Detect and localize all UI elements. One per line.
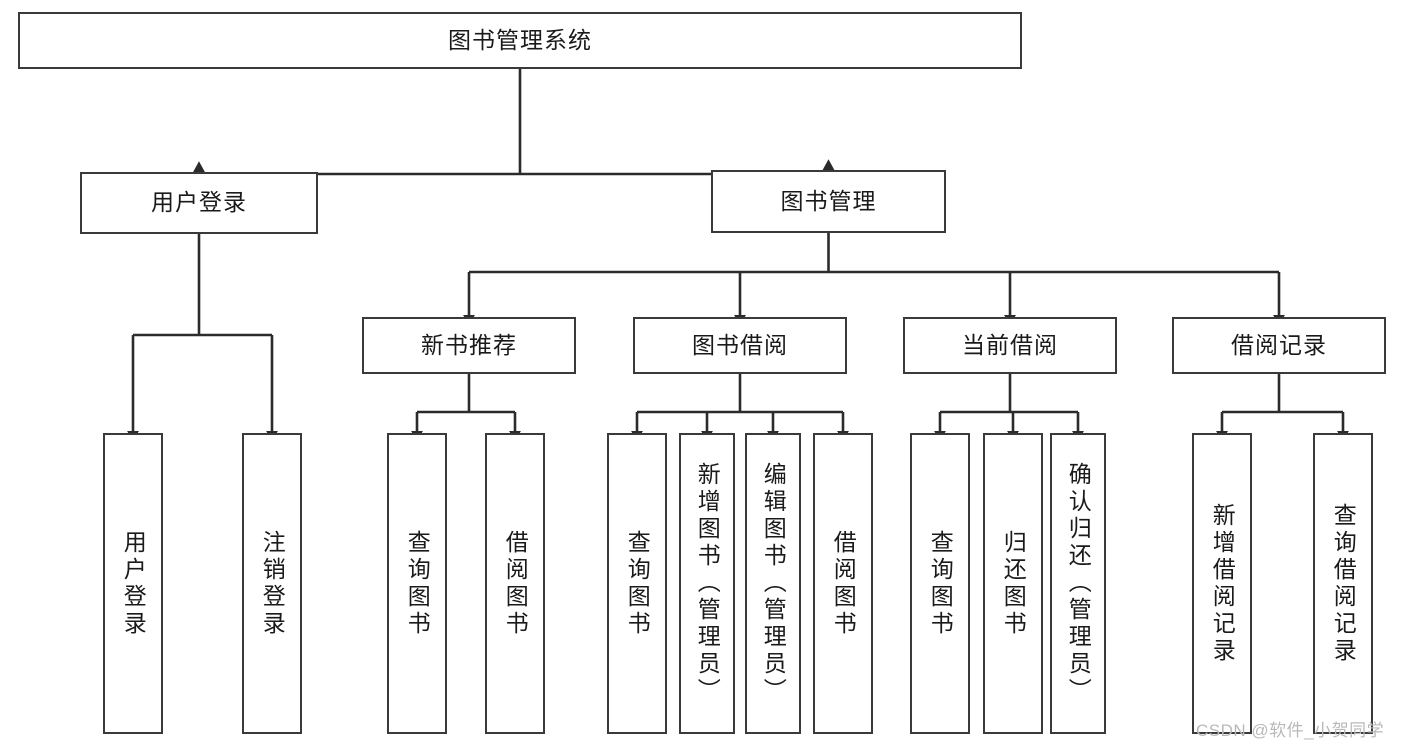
node-label: 用户登录 (151, 189, 247, 216)
node-root[interactable]: 图书管理系统 (18, 12, 1022, 69)
node-label: 新增借阅记录 (1209, 502, 1236, 665)
node-label: 借阅图书 (502, 529, 529, 638)
node-book-borrow[interactable]: 图书借阅 (633, 317, 847, 374)
node-label: 确认归还（管理员） (1065, 462, 1092, 705)
node-label: 图书管理 (780, 187, 877, 214)
node-leaf-add-book[interactable]: 新增图书（管理员） (679, 433, 735, 734)
node-leaf-add-record[interactable]: 新增借阅记录 (1192, 433, 1252, 734)
node-label: 图书管理系统 (448, 26, 592, 53)
node-label: 编辑图书（管理员） (760, 462, 787, 705)
node-book-manage[interactable]: 图书管理 (711, 170, 946, 233)
node-leaf-query-book-2[interactable]: 查询图书 (607, 433, 667, 734)
node-label: 查询借阅记录 (1330, 502, 1357, 665)
node-label: 查询图书 (927, 529, 954, 638)
node-label: 新书推荐 (421, 331, 517, 358)
node-leaf-confirm-ret[interactable]: 确认归还（管理员） (1050, 433, 1106, 734)
node-label: 当前借阅 (962, 331, 1058, 358)
node-leaf-borrow-book-2[interactable]: 借阅图书 (813, 433, 873, 734)
node-leaf-return-book[interactable]: 归还图书 (983, 433, 1043, 734)
node-label: 借阅图书 (830, 529, 857, 638)
node-user-login[interactable]: 用户登录 (80, 172, 318, 234)
node-label: 新增图书（管理员） (694, 462, 721, 705)
node-label: 查询图书 (404, 529, 431, 638)
node-label: 用户登录 (120, 529, 147, 638)
node-leaf-query-record[interactable]: 查询借阅记录 (1313, 433, 1373, 734)
node-leaf-edit-book[interactable]: 编辑图书（管理员） (745, 433, 801, 734)
node-label: 归还图书 (1000, 529, 1027, 638)
node-new-book-rec[interactable]: 新书推荐 (362, 317, 576, 374)
node-borrow-record[interactable]: 借阅记录 (1172, 317, 1386, 374)
node-label: 注销登录 (259, 529, 286, 638)
node-leaf-user-logout[interactable]: 注销登录 (242, 433, 302, 734)
node-current-borrow[interactable]: 当前借阅 (903, 317, 1117, 374)
node-label: 借阅记录 (1231, 331, 1327, 358)
node-leaf-query-book-3[interactable]: 查询图书 (910, 433, 970, 734)
csdn-watermark: CSDN @软件_小贺同学 (1196, 721, 1385, 740)
node-label: 查询图书 (624, 529, 651, 638)
node-label: 图书借阅 (692, 331, 788, 358)
node-leaf-query-book-1[interactable]: 查询图书 (387, 433, 447, 734)
node-leaf-user-login[interactable]: 用户登录 (103, 433, 163, 734)
node-leaf-borrow-book-1[interactable]: 借阅图书 (485, 433, 545, 734)
